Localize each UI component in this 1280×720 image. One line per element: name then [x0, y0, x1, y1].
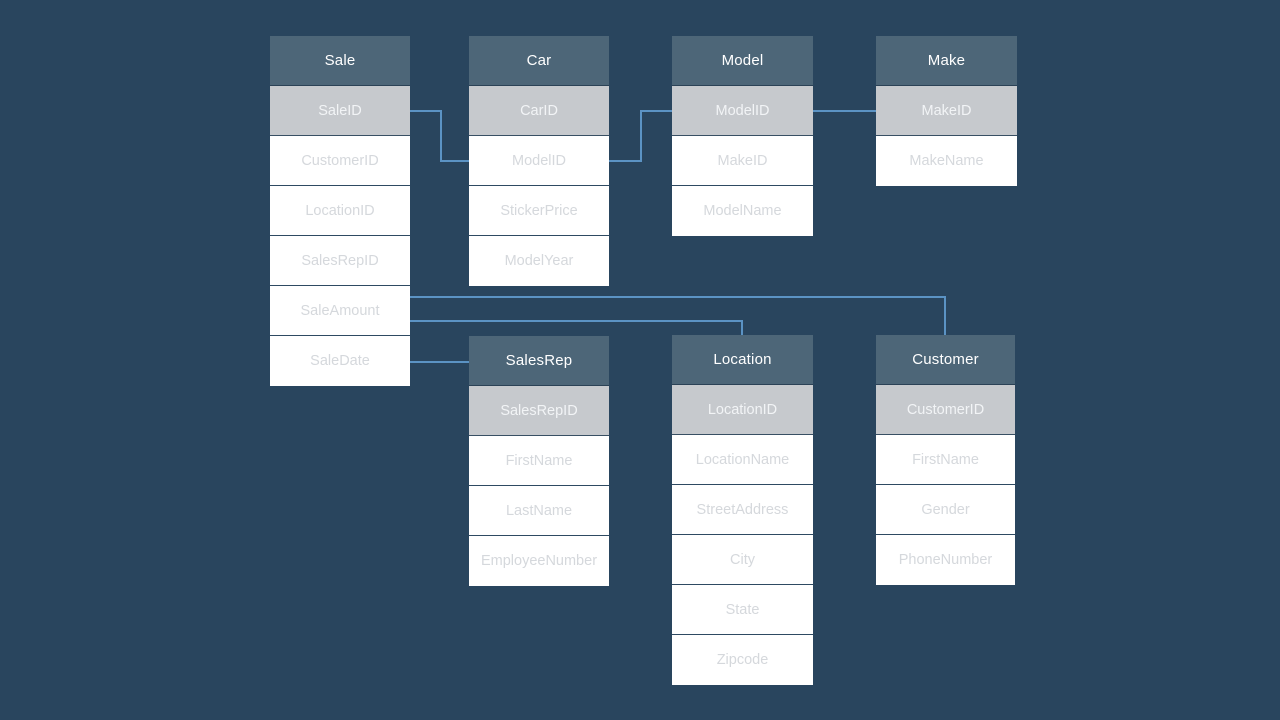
field-row-location-4[interactable]: State [672, 585, 813, 635]
primary-key-row-sale-0[interactable]: SaleID [270, 86, 410, 136]
field-row-salesrep-2[interactable]: LastName [469, 486, 609, 536]
field-row-model-2[interactable]: ModelName [672, 186, 813, 236]
field-row-sale-2[interactable]: LocationID [270, 186, 410, 236]
connector-car-modelid-to-model-modelid [609, 110, 672, 162]
field-row-sale-5[interactable]: SaleDate [270, 336, 410, 386]
field-row-location-1[interactable]: LocationName [672, 435, 813, 485]
field-row-car-2[interactable]: StickerPrice [469, 186, 609, 236]
table-header-make: Make [876, 36, 1017, 86]
table-header-model: Model [672, 36, 813, 86]
primary-key-row-model-0[interactable]: ModelID [672, 86, 813, 136]
table-header-customer: Customer [876, 335, 1015, 385]
field-row-customer-2[interactable]: Gender [876, 485, 1015, 535]
field-row-location-2[interactable]: StreetAddress [672, 485, 813, 535]
table-header-salesrep: SalesRep [469, 336, 609, 386]
field-row-car-3[interactable]: ModelYear [469, 236, 609, 286]
primary-key-row-make-0[interactable]: MakeID [876, 86, 1017, 136]
primary-key-row-customer-0[interactable]: CustomerID [876, 385, 1015, 435]
connector-car-model-to-sale-saleid [410, 110, 469, 162]
field-row-car-1[interactable]: ModelID [469, 136, 609, 186]
connector-sale-customerid-to-customer [410, 296, 946, 335]
table-header-car: Car [469, 36, 609, 86]
field-row-salesrep-1[interactable]: FirstName [469, 436, 609, 486]
field-row-salesrep-3[interactable]: EmployeeNumber [469, 536, 609, 586]
field-row-sale-4[interactable]: SaleAmount [270, 286, 410, 336]
primary-key-row-car-0[interactable]: CarID [469, 86, 609, 136]
field-row-make-1[interactable]: MakeName [876, 136, 1017, 186]
field-row-sale-3[interactable]: SalesRepID [270, 236, 410, 286]
field-row-location-5[interactable]: Zipcode [672, 635, 813, 685]
primary-key-row-location-0[interactable]: LocationID [672, 385, 813, 435]
field-row-customer-3[interactable]: PhoneNumber [876, 535, 1015, 585]
table-header-location: Location [672, 335, 813, 385]
field-row-location-3[interactable]: City [672, 535, 813, 585]
table-header-sale: Sale [270, 36, 410, 86]
field-row-sale-1[interactable]: CustomerID [270, 136, 410, 186]
field-row-model-1[interactable]: MakeID [672, 136, 813, 186]
connector-sale-locationid-to-location [410, 320, 743, 335]
primary-key-row-salesrep-0[interactable]: SalesRepID [469, 386, 609, 436]
field-row-customer-1[interactable]: FirstName [876, 435, 1015, 485]
